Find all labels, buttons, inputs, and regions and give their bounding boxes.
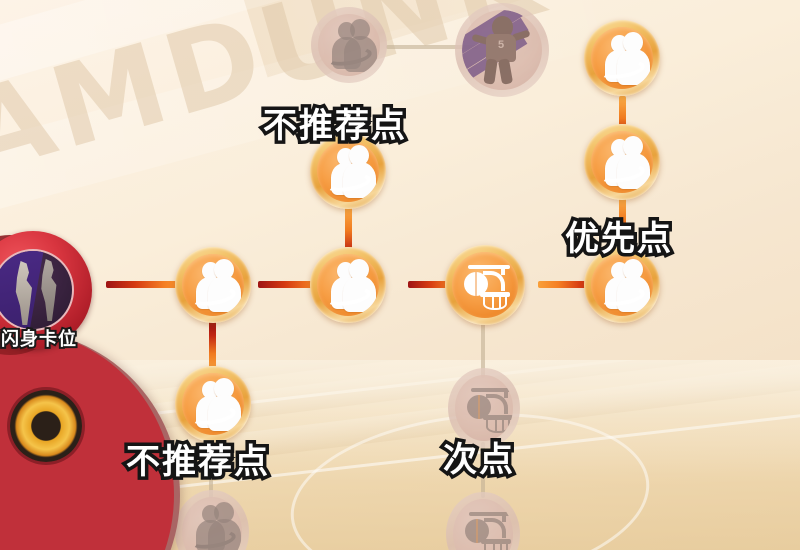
player-duo-portrait-icon xyxy=(0,249,74,331)
duo-figure-icon xyxy=(182,373,244,435)
node-disc xyxy=(591,254,653,316)
node-below-left[interactable] xyxy=(175,366,251,442)
duo-figure-icon xyxy=(591,254,653,316)
selected-skill-badge[interactable]: 闪身卡位 xyxy=(0,225,110,367)
player-icon: 5 xyxy=(462,10,542,90)
hoop-ball-icon xyxy=(452,252,518,318)
edge-right-mid-down xyxy=(619,198,626,252)
node-row-right[interactable] xyxy=(584,247,660,323)
node-disc xyxy=(317,254,379,316)
duo-figure-icon xyxy=(317,140,379,202)
node-bottom-hoop[interactable] xyxy=(446,492,520,550)
edge-row-left-down xyxy=(209,320,216,376)
background-streak xyxy=(0,0,346,10)
duo-figure-icon xyxy=(182,254,244,316)
edge-row-left-to-center xyxy=(258,281,336,288)
node-disc xyxy=(182,373,244,435)
node-disc xyxy=(591,131,653,193)
edge-badge-to-row-left xyxy=(106,281,190,288)
callout-priority: 优先点 xyxy=(562,216,675,263)
hoop-ball-icon xyxy=(453,499,513,550)
node-row-center[interactable] xyxy=(310,247,386,323)
duo-figure-icon xyxy=(317,254,379,316)
red-corner-banner xyxy=(0,330,180,550)
node-disc xyxy=(453,499,513,550)
edge-hoop-down-locked xyxy=(481,320,485,378)
node-far-right-top[interactable] xyxy=(584,20,660,96)
node-disc xyxy=(318,14,380,76)
skill-badge-label: 闪身卡位 xyxy=(0,327,78,352)
node-disc xyxy=(182,497,242,550)
duo-figure-icon xyxy=(182,497,242,550)
node-disc: 5 xyxy=(462,10,542,90)
node-disc xyxy=(591,27,653,89)
node-below-hoop[interactable] xyxy=(448,368,520,448)
callout-top: 不推荐点 xyxy=(260,103,409,150)
callout-bottom-left: 不推荐点 xyxy=(123,439,272,486)
hoop-ball-icon xyxy=(455,375,513,441)
node-disc xyxy=(455,375,513,441)
duo-figure-icon xyxy=(318,14,380,76)
node-row-left[interactable] xyxy=(175,247,251,323)
node-disc xyxy=(452,252,518,318)
edge-upper-center-down xyxy=(345,205,352,269)
node-row-hoop[interactable] xyxy=(445,245,525,325)
edge-hoop-to-row-right xyxy=(538,281,604,288)
edge-below-hoop-down-locked xyxy=(481,442,485,498)
node-top-right-player[interactable]: 5 xyxy=(455,3,549,97)
node-top-left-locked[interactable] xyxy=(311,7,387,83)
edge-row-center-to-hoop xyxy=(408,281,470,288)
node-far-right-mid[interactable] xyxy=(584,124,660,200)
node-disc xyxy=(317,140,379,202)
callout-secondary: 次点 xyxy=(440,437,517,484)
node-upper-center[interactable] xyxy=(310,133,386,209)
node-bottom-duo[interactable] xyxy=(175,490,249,550)
duo-figure-icon xyxy=(591,27,653,89)
medal-icon xyxy=(10,390,82,462)
edge-below-left-down-locked xyxy=(209,440,213,498)
node-disc xyxy=(182,254,244,316)
duo-figure-icon xyxy=(591,131,653,193)
background-streak xyxy=(0,0,484,113)
edge-locked-top xyxy=(386,45,478,49)
